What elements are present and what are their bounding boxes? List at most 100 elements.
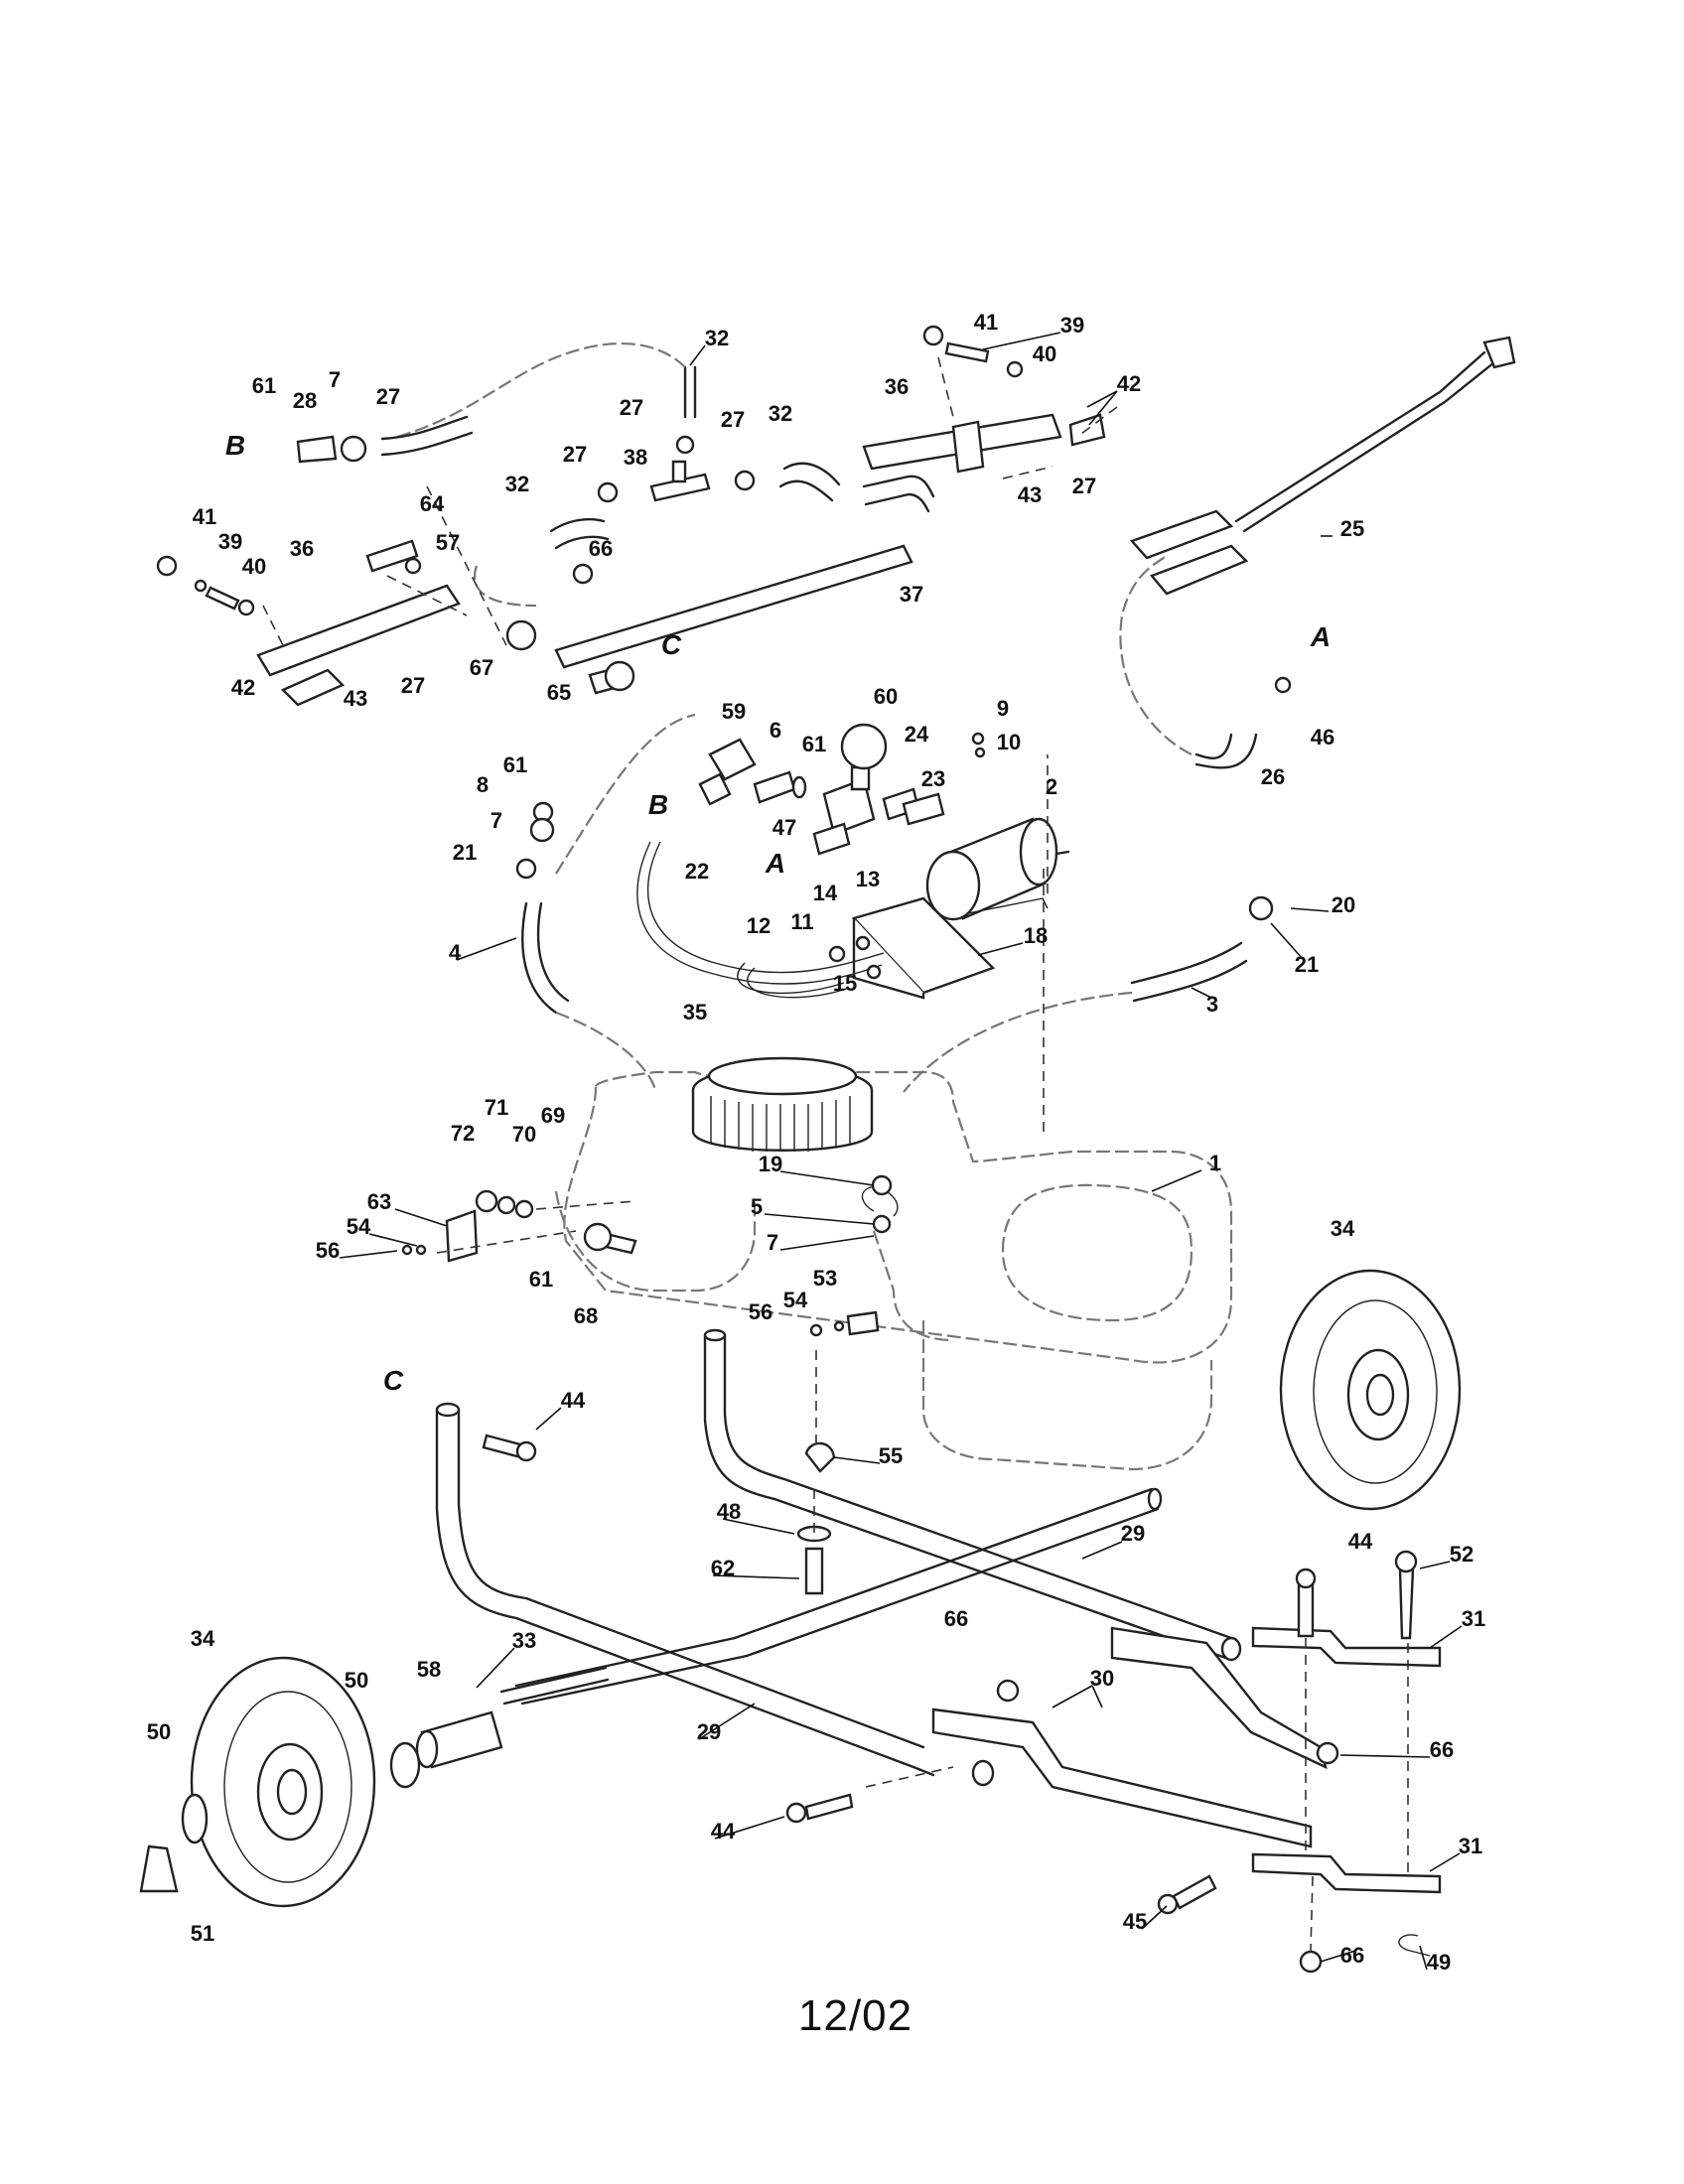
callout-32: 32 bbox=[705, 326, 729, 350]
spray-wand bbox=[1129, 336, 1516, 596]
frame-tubes bbox=[435, 1328, 1242, 1787]
callout-50: 50 bbox=[345, 1668, 368, 1693]
callout-57: 57 bbox=[436, 530, 460, 555]
callout-66: 66 bbox=[1340, 1943, 1364, 1968]
callout-48: 48 bbox=[717, 1499, 741, 1524]
callout-62: 62 bbox=[711, 1556, 735, 1580]
reference-letter-C: C bbox=[661, 629, 682, 660]
callout-43: 43 bbox=[1018, 482, 1042, 507]
callout-71: 71 bbox=[485, 1095, 508, 1120]
callout-72: 72 bbox=[451, 1121, 475, 1146]
reference-letter-A: A bbox=[1310, 621, 1331, 652]
boom-brackets bbox=[256, 413, 1106, 707]
callout-61: 61 bbox=[503, 752, 527, 777]
callout-52: 52 bbox=[1450, 1542, 1474, 1567]
reference-letter-B: B bbox=[648, 789, 668, 820]
callout-70: 70 bbox=[512, 1122, 536, 1147]
tank-lid bbox=[691, 1056, 874, 1152]
callout-1: 1 bbox=[1209, 1151, 1221, 1175]
callout-64: 64 bbox=[420, 491, 445, 516]
callout-56: 56 bbox=[316, 1238, 340, 1263]
callout-4: 4 bbox=[449, 940, 462, 965]
callout-59: 59 bbox=[722, 699, 746, 724]
callout-40: 40 bbox=[242, 554, 266, 579]
callout-44: 44 bbox=[711, 1819, 736, 1843]
callout-32: 32 bbox=[505, 472, 529, 496]
callout-21: 21 bbox=[1295, 952, 1319, 977]
callout-56: 56 bbox=[749, 1299, 772, 1324]
callout-54: 54 bbox=[783, 1288, 808, 1312]
callout-19: 19 bbox=[759, 1152, 782, 1176]
callout-55: 55 bbox=[879, 1443, 903, 1468]
callout-7: 7 bbox=[767, 1230, 778, 1255]
callout-54: 54 bbox=[347, 1214, 371, 1239]
callout-36: 36 bbox=[290, 536, 314, 561]
callout-50: 50 bbox=[147, 1719, 171, 1744]
callout-28: 28 bbox=[293, 388, 317, 413]
callout-5: 5 bbox=[751, 1194, 763, 1219]
hitch-bracket bbox=[931, 1626, 1328, 1848]
callout-22: 22 bbox=[685, 859, 709, 884]
callout-11: 11 bbox=[790, 909, 813, 934]
hoses bbox=[380, 341, 1258, 1132]
callout-18: 18 bbox=[1024, 923, 1048, 948]
callout-13: 13 bbox=[856, 867, 880, 891]
axle bbox=[415, 1666, 610, 1769]
callout-65: 65 bbox=[547, 680, 571, 705]
callout-27: 27 bbox=[1072, 474, 1096, 498]
callout-27: 27 bbox=[721, 407, 745, 432]
callout-35: 35 bbox=[683, 1000, 707, 1024]
callout-2: 2 bbox=[1046, 774, 1057, 799]
callout-66: 66 bbox=[1430, 1737, 1454, 1762]
callout-44: 44 bbox=[1348, 1529, 1373, 1554]
callout-67: 67 bbox=[470, 655, 493, 680]
callout-40: 40 bbox=[1033, 341, 1056, 366]
callout-27: 27 bbox=[376, 384, 400, 409]
callout-23: 23 bbox=[921, 766, 945, 791]
callout-30: 30 bbox=[1090, 1666, 1114, 1691]
callout-41: 41 bbox=[193, 504, 216, 529]
bracket-31 bbox=[1251, 1626, 1442, 1894]
callout-14: 14 bbox=[813, 881, 838, 905]
callout-6: 6 bbox=[770, 718, 781, 743]
reference-letter-A: A bbox=[765, 848, 785, 879]
fittings-center bbox=[698, 723, 945, 856]
callout-34: 34 bbox=[1331, 1216, 1355, 1241]
callout-7: 7 bbox=[491, 808, 502, 833]
callout-8: 8 bbox=[477, 772, 489, 797]
callout-10: 10 bbox=[997, 730, 1021, 754]
pump-motor bbox=[925, 817, 1070, 921]
callout-68: 68 bbox=[574, 1303, 598, 1328]
callout-29: 29 bbox=[697, 1719, 721, 1744]
callout-58: 58 bbox=[417, 1657, 441, 1682]
callout-42: 42 bbox=[231, 675, 255, 700]
date-code: 12/02 bbox=[798, 1991, 912, 2040]
callout-61: 61 bbox=[529, 1267, 553, 1292]
callout-27: 27 bbox=[563, 442, 587, 467]
callout-66: 66 bbox=[589, 536, 613, 561]
callout-47: 47 bbox=[772, 815, 796, 840]
callout-33: 33 bbox=[512, 1628, 536, 1653]
callout-12: 12 bbox=[747, 913, 771, 938]
callout-25: 25 bbox=[1340, 516, 1364, 541]
callout-53: 53 bbox=[813, 1266, 837, 1291]
callout-45: 45 bbox=[1123, 1909, 1147, 1934]
callout-63: 63 bbox=[367, 1189, 391, 1214]
callout-31: 31 bbox=[1462, 1606, 1485, 1631]
callout-24: 24 bbox=[905, 722, 929, 747]
callout-9: 9 bbox=[997, 696, 1009, 721]
reference-letter-B: B bbox=[225, 430, 245, 461]
callout-27: 27 bbox=[620, 395, 643, 420]
switch-bracket bbox=[851, 896, 996, 1000]
callout-34: 34 bbox=[191, 1626, 215, 1651]
callout-39: 39 bbox=[1060, 313, 1084, 338]
wheel-right bbox=[1279, 1269, 1462, 1511]
callout-21: 21 bbox=[453, 840, 477, 865]
callout-46: 46 bbox=[1311, 725, 1334, 750]
wheel-left bbox=[139, 1656, 421, 1908]
hardware bbox=[156, 325, 1431, 1974]
leader-lines bbox=[339, 332, 1463, 1971]
callout-61: 61 bbox=[252, 373, 276, 398]
